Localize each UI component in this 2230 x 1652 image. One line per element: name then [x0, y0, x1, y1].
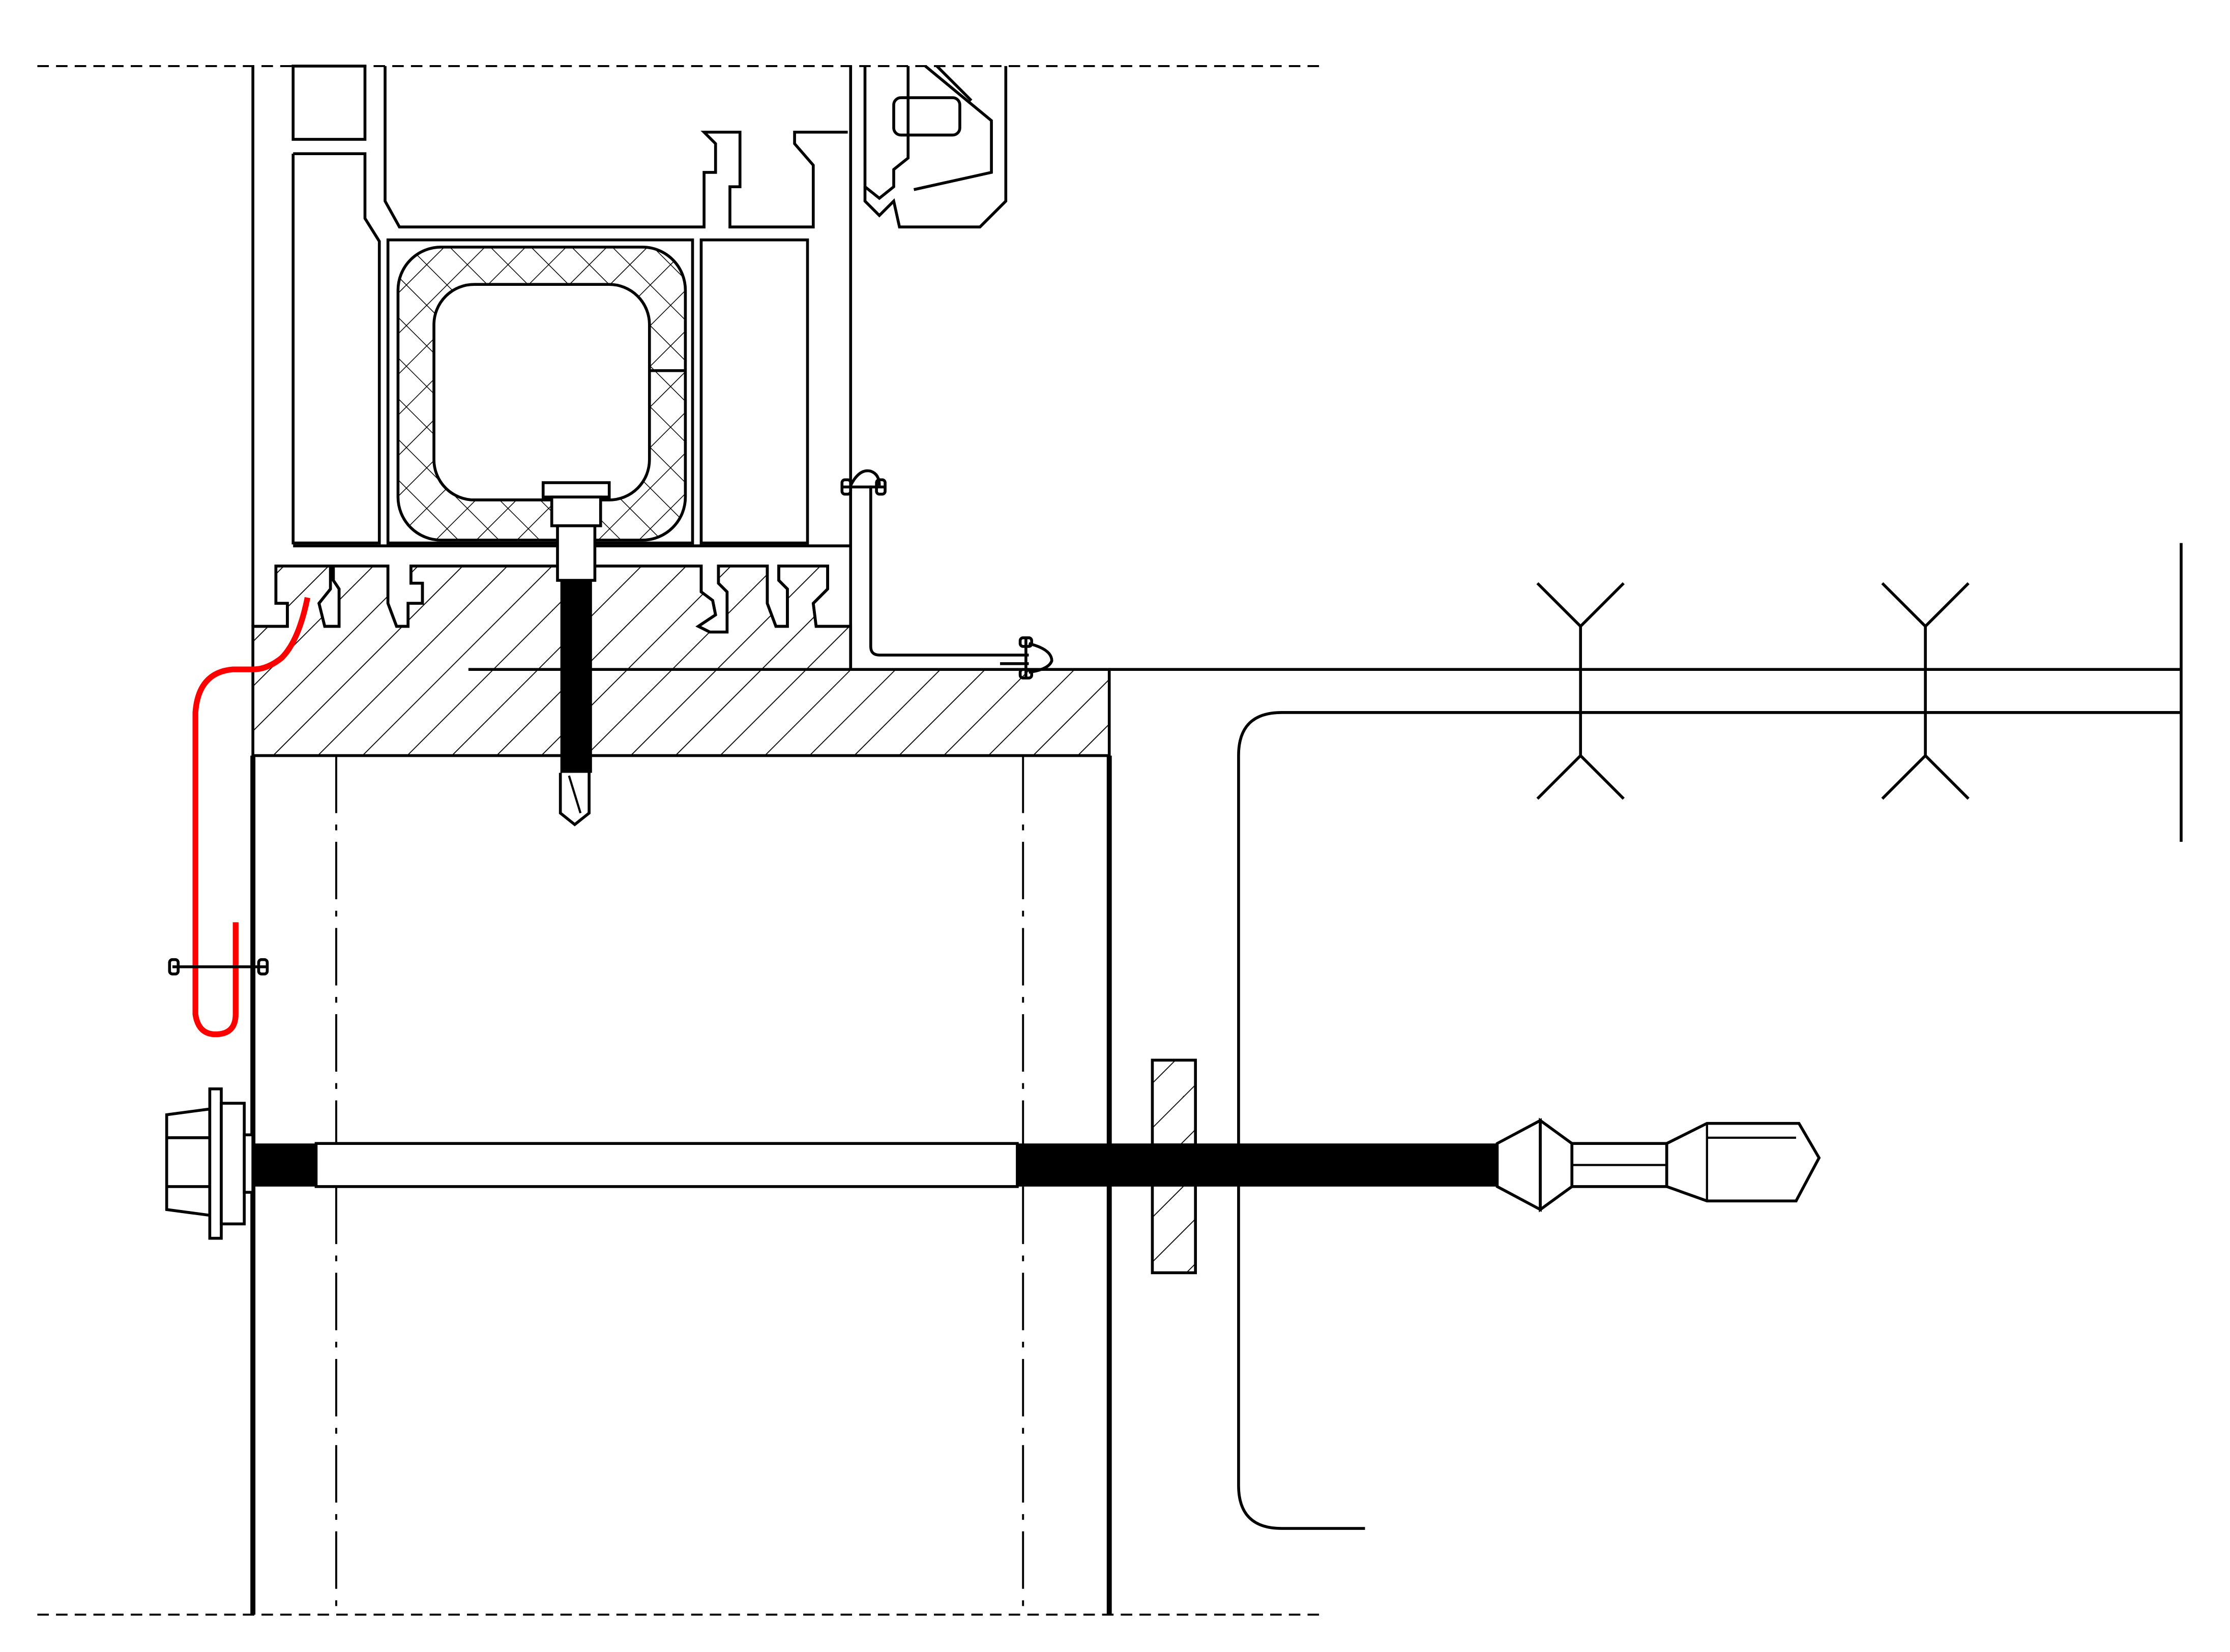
frame-screw	[541, 481, 611, 827]
red-seal-line	[192, 597, 311, 1038]
break-symbol-2	[1881, 582, 1970, 800]
membrane-clip-top	[840, 469, 1053, 680]
anchor-bolt-shaft-over-plate	[1152, 1143, 1196, 1187]
hatched-sill	[251, 564, 1111, 757]
sash-profile	[863, 65, 1008, 229]
seal-clip-left	[168, 958, 269, 976]
anchor-bolt	[165, 1087, 1821, 1240]
break-symbol-1	[1536, 582, 1625, 800]
steel-reinforcement	[396, 245, 687, 542]
sill-flashing	[1109, 543, 2183, 1530]
